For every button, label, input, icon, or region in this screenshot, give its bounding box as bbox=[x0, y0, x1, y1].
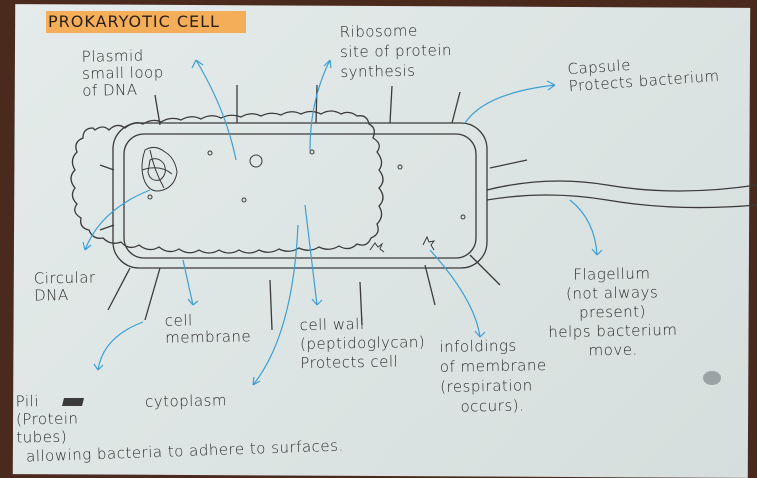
label-line: helps bacterium bbox=[548, 320, 678, 342]
cell-membrane bbox=[123, 133, 477, 259]
label-line: of membrane bbox=[439, 356, 547, 376]
label-line: membrane bbox=[164, 327, 252, 347]
label-line: Circular bbox=[33, 268, 96, 288]
diagram-title: PROKARYOTIC CELL bbox=[48, 12, 220, 31]
label-infoldings: infoldings of membrane (respiration occu… bbox=[439, 335, 547, 417]
label-line: small loop bbox=[81, 63, 164, 83]
label-line: (peptidoglycan) bbox=[299, 332, 426, 354]
flagellum bbox=[486, 180, 757, 209]
label-line: of DNA bbox=[82, 80, 138, 100]
label-line: occurs). bbox=[460, 396, 525, 416]
ribosomes bbox=[147, 149, 466, 220]
label-line: Flagellum bbox=[573, 264, 651, 284]
cell-wall bbox=[112, 122, 488, 269]
capsule-outline bbox=[70, 110, 384, 254]
title-highlight bbox=[46, 11, 246, 33]
label-cytoplasm: cytoplasm bbox=[144, 391, 228, 411]
pili bbox=[99, 84, 528, 331]
circular-dna bbox=[141, 146, 178, 192]
label-circular-dna: Circular DNA bbox=[33, 268, 96, 305]
label-line: infoldings bbox=[439, 336, 517, 356]
label-line: (Protein bbox=[15, 409, 79, 429]
label-cell-wall: cell wall (peptidoglycan) Protects cell bbox=[300, 314, 426, 373]
label-cell-membrane: cell membrane bbox=[165, 311, 252, 346]
label-line: Ribosome bbox=[339, 21, 418, 41]
label-line: synthesis bbox=[340, 61, 416, 81]
label-line: Pili bbox=[15, 392, 40, 411]
label-pili: Pili (Protein tubes) bbox=[16, 391, 79, 446]
label-line: site of protein bbox=[339, 41, 453, 61]
label-line: move. bbox=[588, 340, 638, 360]
label-line: present) bbox=[578, 302, 647, 322]
mesosome bbox=[369, 235, 436, 253]
label-line: cell wall bbox=[299, 314, 365, 335]
label-line: (respiration bbox=[440, 376, 533, 396]
label-line: Protects cell bbox=[300, 352, 399, 373]
label-line: DNA bbox=[33, 285, 69, 305]
label-line: (not always bbox=[565, 283, 659, 303]
label-line: tubes) bbox=[16, 427, 68, 447]
label-flagellum: Flagellum (not always present) helps bac… bbox=[547, 264, 678, 361]
label-ribosome: Ribosome site of protein synthesis bbox=[339, 20, 453, 82]
smudge-mark bbox=[703, 371, 721, 385]
label-plasmid: Plasmid small loop of DNA bbox=[81, 47, 165, 100]
scribbled-out-text bbox=[62, 398, 84, 406]
pointer-arrows bbox=[82, 59, 603, 386]
